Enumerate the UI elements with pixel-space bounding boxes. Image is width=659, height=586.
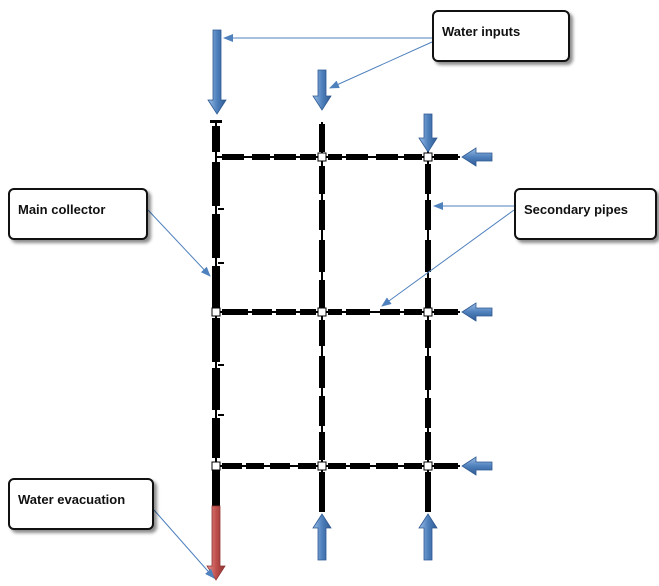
water-input-arrow-up-2 <box>418 513 438 561</box>
water-input-arrow-left-3 <box>461 456 493 476</box>
water-evacuation-arrow <box>206 505 226 581</box>
water-input-arrow-down-1 <box>207 29 227 115</box>
main-collector-label: Main collector <box>8 188 148 240</box>
water-input-arrow-left-1 <box>461 147 493 167</box>
secondary-horizontal-pipe-middle <box>216 309 460 315</box>
secondary-pipes-label: Secondary pipes <box>514 188 657 240</box>
secondary-horizontal-pipe-bottom <box>216 463 460 469</box>
secondary-vertical-pipe-middle <box>319 122 325 512</box>
junction-nodes <box>211 152 433 471</box>
water-inputs-label: Water inputs <box>432 10 570 62</box>
secondary-vertical-pipe-right <box>425 150 431 512</box>
water-input-arrow-left-2 <box>461 302 493 322</box>
leader-line-water-inputs-2 <box>329 41 433 89</box>
water-input-arrow-down-3 <box>418 113 438 153</box>
leader-line-water-evacuation <box>153 509 215 579</box>
leader-line-secondary-pipes-2 <box>381 209 515 307</box>
water-input-arrow-down-2 <box>312 69 332 111</box>
leader-lines <box>147 34 515 579</box>
water-evacuation-label: Water evacuation <box>8 478 154 530</box>
water-input-arrow-up-1 <box>312 513 332 561</box>
leader-line-main-collector <box>147 209 211 277</box>
secondary-horizontal-pipe-top <box>216 154 460 160</box>
